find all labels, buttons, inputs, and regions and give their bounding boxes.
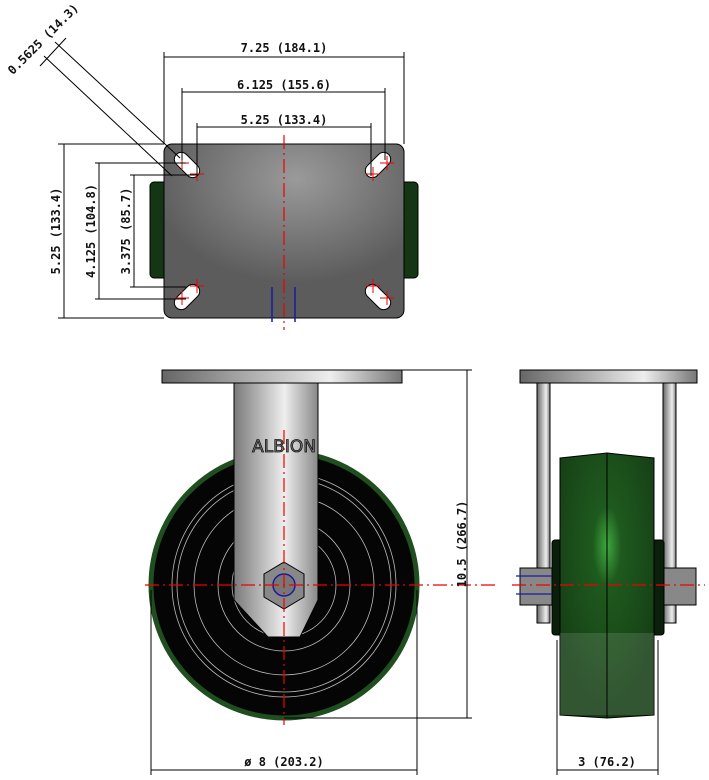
front-plate [161,369,403,384]
dim-wheel-diameter: ø 8 (203.2) [244,755,323,769]
dim-wheel-width: 3 (76.2) [578,755,636,769]
dim-hole-length-outer: 4.125 (104.8) [84,184,98,278]
dim-slot-width: 0.5625 (14.3) [5,1,81,77]
dim-overall-length: 5.25 (133.4) [49,188,63,275]
brand-logo: ALBION [252,437,316,457]
dim-overall-width: 7.25 (184.1) [241,41,328,55]
top-view: 7.25 (184.1) 6.125 (155.6) 5.25 (133.4) … [5,1,419,330]
dim-hole-length-inner: 3.375 (85.7) [119,188,133,275]
slot [364,151,392,179]
dim-hole-span-outer: 6.125 (155.6) [237,78,331,92]
side-view: 3 (76.2) [512,369,705,775]
dim-overall-height: 10.5 (266.7) [455,501,469,588]
axle-nut-right [663,567,697,606]
front-view: ALBION 10.5 (266.7) ø 8 (203.2) [145,369,495,775]
side-plate [519,369,698,384]
dim-hole-span-inner: 5.25 (133.4) [241,113,328,127]
axle-nut-left [519,567,553,606]
